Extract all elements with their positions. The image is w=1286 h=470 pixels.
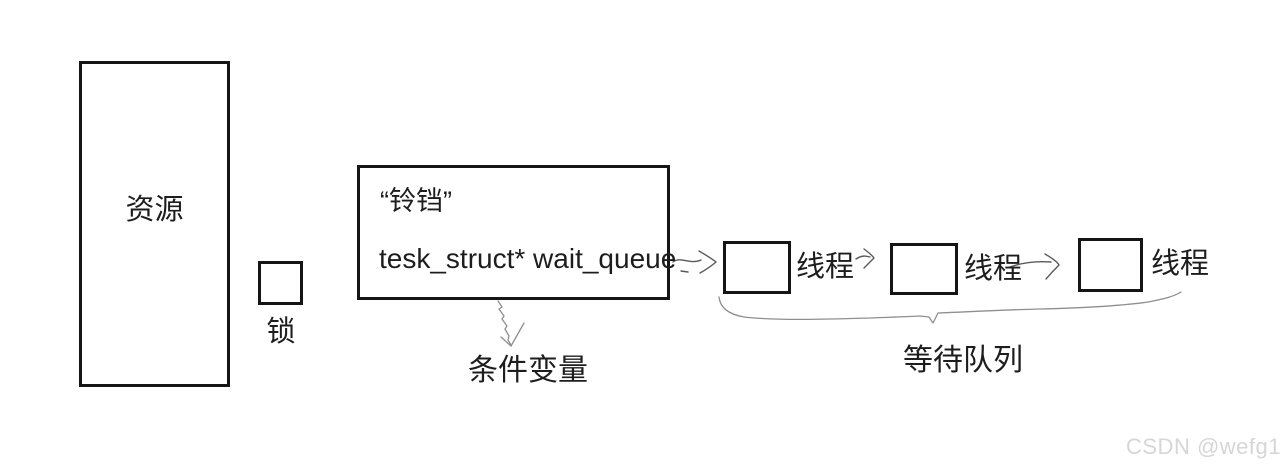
condition-variable-box: “铃铛” tesk_struct* wait_queue — [357, 165, 676, 300]
thread-label: 线程 — [796, 251, 855, 283]
lock-box — [258, 261, 303, 305]
thread1-to-thread2-arrow-icon — [855, 248, 875, 269]
resource-box: 资源 — [79, 61, 230, 387]
wait-queue-brace-icon — [718, 291, 1182, 324]
lock-label: 锁 — [266, 316, 296, 348]
resource-label: 资源 — [125, 194, 184, 226]
wait-queue-caption: 等待队列 — [903, 344, 1023, 377]
thread-box — [890, 243, 958, 295]
condvar-caption-arrow-icon — [497, 300, 525, 347]
thread-box — [723, 241, 791, 294]
condition-variable-caption: 条件变量 — [468, 354, 588, 387]
thread-box — [1078, 238, 1143, 292]
wait-queue-member-text: tesk_struct* wait_queue — [379, 243, 677, 274]
condvar-to-thread1-arrow-icon — [672, 250, 717, 274]
watermark: CSDN @wefg1 — [1126, 434, 1281, 459]
thread-label: 线程 — [1151, 248, 1210, 280]
thread-label: 线程 — [964, 253, 1023, 285]
condition-variable-title: “铃铛” — [380, 186, 452, 216]
